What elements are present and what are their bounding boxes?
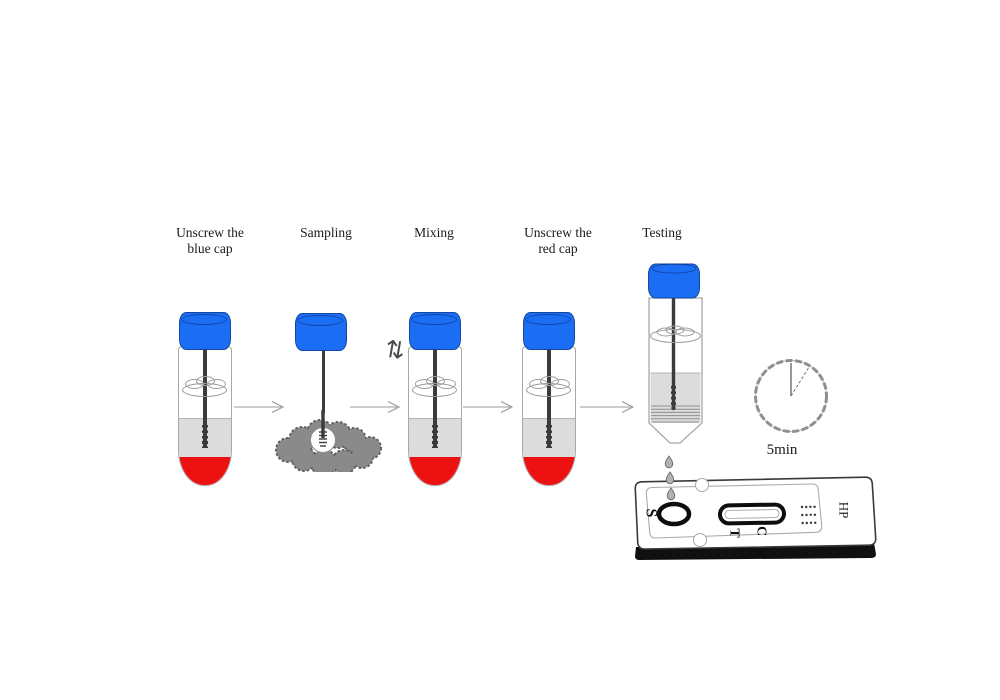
cassette-top-notch [695, 478, 709, 492]
swab-stick [203, 347, 207, 447]
brand-label: HP [837, 502, 852, 519]
sample-well [656, 501, 692, 527]
swab-flange-rim [526, 383, 571, 397]
sample-well-label: S [643, 509, 660, 518]
result-window [718, 502, 786, 526]
cassette-inner-panel [645, 483, 823, 539]
arrow-step1-to-2 [234, 401, 285, 413]
tube-body [408, 346, 462, 486]
step-label-unscrew-blue-cap: Unscrew the blue cap [176, 225, 244, 256]
sample-droplets-icon [664, 455, 676, 501]
shake-arrows-icon: ⇅ [382, 334, 408, 366]
test-cassette: S T C HP [634, 455, 877, 560]
arrow-step4-to-5 [580, 401, 635, 413]
sampling-swab-stick [321, 347, 325, 413]
clock-hand-5min [790, 366, 810, 397]
sampling-blue-cap [295, 313, 347, 351]
swab-flange-rim [412, 383, 457, 397]
arrow-step3-to-4 [463, 401, 514, 413]
test-line-label: T [727, 528, 742, 538]
tube-red-bottom [409, 457, 461, 485]
cassette-bottom-notch [693, 533, 707, 547]
blue-cap [523, 312, 575, 350]
swab-stick [671, 298, 676, 406]
swab-stick [433, 347, 437, 447]
tube-mixing [408, 312, 462, 486]
swab-flange-rim [182, 383, 227, 397]
control-line-label: C [754, 526, 769, 536]
blue-cap [179, 312, 231, 350]
swab-tip [432, 425, 438, 448]
tube-unscrew-blue-cap [178, 312, 232, 486]
step-label-unscrew-red-cap: Unscrew the red cap [524, 225, 592, 256]
timer-clock-icon [754, 359, 828, 433]
swab-stick [547, 347, 551, 447]
tube-body [178, 346, 232, 486]
blue-cap [648, 263, 700, 299]
cassette-dot-grid [800, 505, 817, 525]
swab-tip [671, 386, 676, 411]
tube-body [522, 346, 576, 486]
swab-tip [202, 425, 208, 448]
tube-red-bottom [523, 457, 575, 485]
step-label-testing: Testing [642, 225, 682, 240]
tube-threads [651, 405, 700, 423]
swab-tip [546, 425, 552, 448]
tube-red-bottom [179, 457, 231, 485]
step-label-mixing: Mixing [414, 225, 454, 240]
testing-tube [648, 263, 703, 444]
arrow-step2-to-3 [350, 401, 401, 413]
timer-label: 5min [766, 442, 798, 458]
stool-sample-cloud [275, 410, 382, 472]
tube-unscrew-red-cap [522, 312, 576, 486]
step-label-sampling: Sampling [300, 225, 352, 240]
blue-cap [409, 312, 461, 350]
swab-flange-rim [650, 325, 701, 343]
